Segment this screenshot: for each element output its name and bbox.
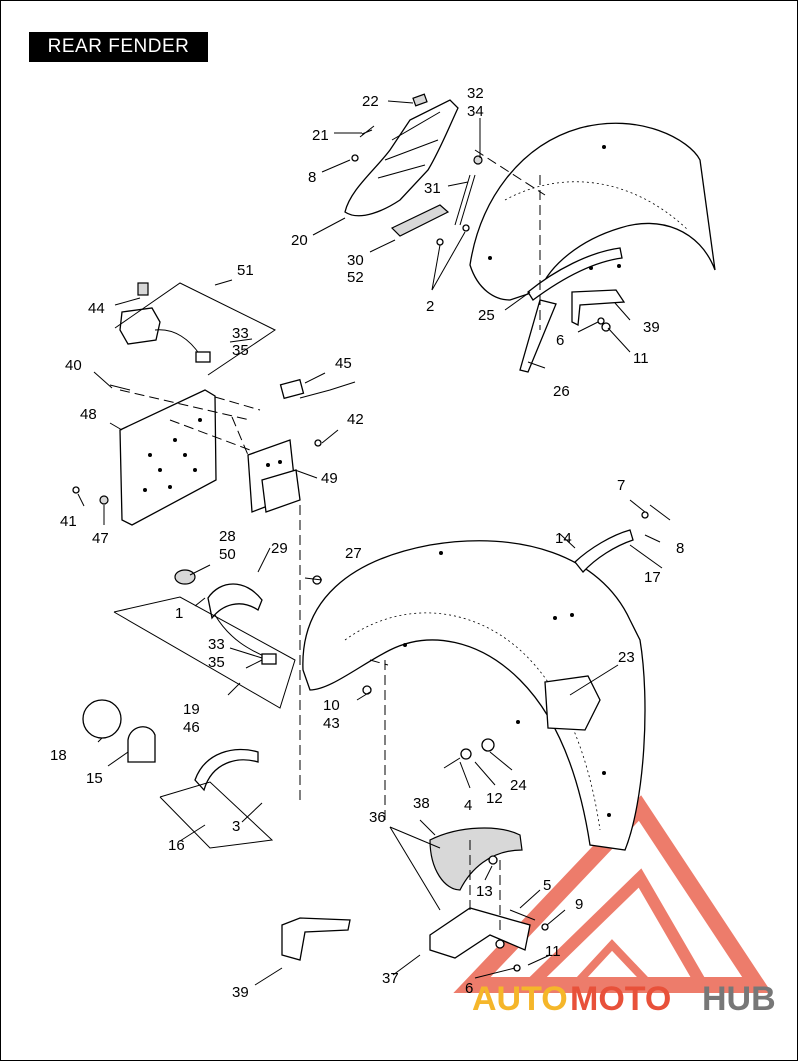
callout-3: 3 [232, 818, 240, 835]
lower-support-assembly [281, 827, 549, 972]
callout-46: 46 [183, 719, 200, 736]
callout-13: 13 [476, 883, 493, 900]
callout-7: 7 [617, 477, 625, 494]
wordmark-moto: MOTO [570, 980, 671, 1018]
callout-35-lower: 35 [208, 654, 225, 671]
callout-35-upper: 35 [232, 342, 249, 359]
callout-24: 24 [510, 777, 527, 794]
tail-lamp-assembly [82, 569, 277, 792]
callout-11-upper: 11 [633, 350, 649, 367]
callout-23: 23 [618, 649, 635, 666]
fender-side-bracket [574, 511, 649, 573]
callout-6-lower: 6 [465, 980, 473, 997]
callout-42: 42 [347, 411, 364, 428]
callout-32: 32 [467, 85, 484, 102]
callout-8-upper: 8 [308, 169, 316, 186]
leader-lines [77, 100, 671, 986]
callout-4: 4 [464, 797, 472, 814]
callout-48: 48 [80, 406, 97, 423]
callout-39-lower: 39 [232, 984, 249, 1001]
callout-28: 28 [219, 528, 236, 545]
strap-bracket-illustration [344, 93, 483, 246]
callout-45: 45 [335, 355, 352, 372]
callout-12: 12 [486, 790, 503, 807]
callout-16: 16 [168, 837, 185, 854]
callout-8-lower: 8 [676, 540, 684, 557]
callout-33-lower: 33 [208, 636, 225, 653]
callout-39-upper: 39 [643, 319, 660, 336]
automotohub-logo [453, 795, 772, 993]
wordmark-auto: AUTO [472, 980, 568, 1018]
callout-20: 20 [291, 232, 308, 249]
callout-18: 18 [50, 747, 67, 764]
callout-17: 17 [644, 569, 661, 586]
callout-14: 14 [555, 530, 572, 547]
wordmark-hub: HUB [702, 980, 776, 1018]
callout-49: 49 [321, 470, 338, 487]
callout-25: 25 [478, 307, 495, 324]
callout-43: 43 [323, 715, 340, 732]
callout-37: 37 [382, 970, 399, 987]
upper-fender-illustration [469, 122, 716, 301]
callout-26: 26 [553, 383, 570, 400]
callout-34: 34 [467, 103, 484, 120]
callout-44: 44 [88, 300, 105, 317]
callout-15: 15 [86, 770, 103, 787]
callout-2: 2 [426, 298, 434, 315]
callout-22: 22 [362, 93, 379, 110]
callout-1: 1 [175, 605, 183, 622]
callout-31: 31 [424, 180, 441, 197]
callout-27: 27 [345, 545, 362, 562]
callout-38: 38 [413, 795, 430, 812]
callout-30: 30 [347, 252, 364, 269]
callout-52: 52 [347, 269, 364, 286]
automotohub-wordmark: AUTO MOTO HUB [472, 980, 776, 1018]
callout-40: 40 [65, 357, 82, 374]
callout-19: 19 [183, 701, 200, 718]
callout-41: 41 [60, 513, 77, 530]
callout-10: 10 [323, 697, 340, 714]
callout-47: 47 [92, 530, 109, 547]
fender-hardware [312, 575, 495, 769]
callout-50: 50 [219, 546, 236, 563]
callout-labels: 22 32 34 21 8 31 20 30 52 2 51 44 33 35 … [50, 85, 684, 1001]
diagram-title: REAR FENDER [29, 32, 208, 62]
callout-6-upper: 6 [556, 332, 564, 349]
callout-21: 21 [312, 127, 329, 144]
callout-5: 5 [543, 877, 551, 894]
callout-11-lower: 11 [545, 943, 561, 960]
callout-9: 9 [575, 896, 583, 913]
callout-51: 51 [237, 262, 254, 279]
main-rear-fender [302, 540, 646, 851]
callout-33-upper: 33 [232, 325, 249, 342]
license-plate-assembly [72, 282, 322, 526]
callout-29: 29 [271, 540, 288, 557]
upper-support-brackets [519, 247, 626, 373]
callout-36: 36 [369, 809, 386, 826]
